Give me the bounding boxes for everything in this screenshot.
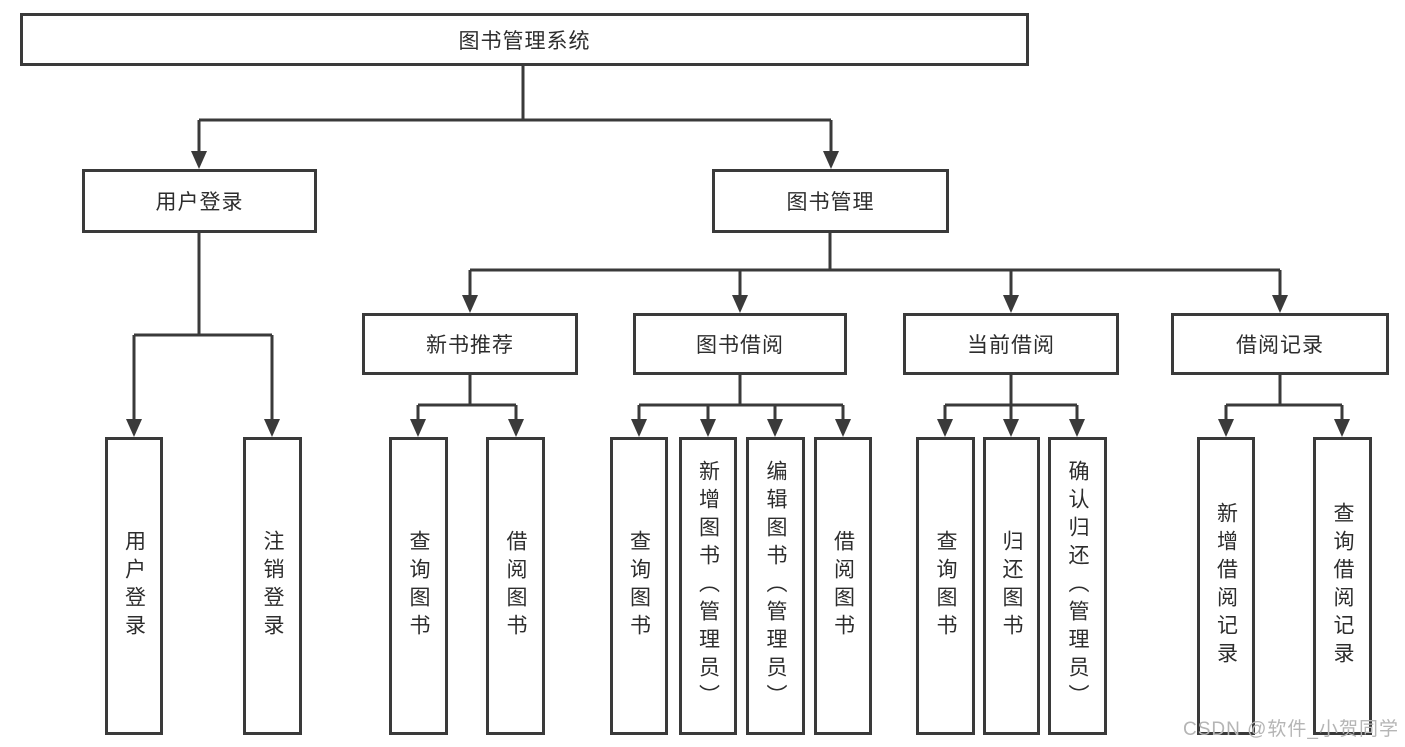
leaf-current-query-label: 查询图书: [934, 530, 957, 642]
leaf-user-login: 用户登录: [105, 437, 163, 735]
leaf-borrow-borrow: 借阅图书: [814, 437, 872, 735]
node-book-borrow-label: 图书借阅: [696, 334, 784, 357]
leaf-current-confirm: 确认归还（管理员）: [1048, 437, 1107, 735]
node-root: 图书管理系统: [20, 13, 1029, 66]
leaf-records-query: 查询借阅记录: [1313, 437, 1372, 735]
leaf-current-query: 查询图书: [916, 437, 975, 735]
connector-current-borrow-group: [937, 375, 1085, 437]
leaf-borrow-borrow-label: 借阅图书: [831, 530, 855, 642]
connector-user-login-group: [126, 233, 280, 437]
node-book-borrow: 图书借阅: [633, 313, 847, 375]
leaf-records-query-label: 查询借阅记录: [1331, 502, 1354, 670]
leaf-newbooks-query: 查询图书: [389, 437, 448, 735]
leaf-user-login-label: 用户登录: [122, 530, 146, 642]
connector-level1: [191, 66, 839, 169]
node-book-mgmt-label: 图书管理: [786, 191, 875, 214]
leaf-borrow-edit: 编辑图书（管理员）: [746, 437, 805, 735]
leaf-borrow-add: 新增图书（管理员）: [679, 437, 737, 735]
node-current-borrow-label: 当前借阅: [967, 334, 1055, 357]
node-current-borrow: 当前借阅: [903, 313, 1119, 375]
node-borrow-records-label: 借阅记录: [1236, 334, 1324, 357]
leaf-records-add: 新增借阅记录: [1197, 437, 1255, 735]
node-root-label: 图书管理系统: [458, 29, 591, 53]
leaf-borrow-edit-label: 编辑图书（管理员）: [764, 460, 787, 712]
leaf-logout: 注销登录: [243, 437, 302, 735]
connector-borrow-records-group: [1218, 375, 1350, 437]
leaf-newbooks-borrow-label: 借阅图书: [504, 530, 527, 642]
leaf-newbooks-query-label: 查询图书: [407, 530, 430, 642]
node-new-books-label: 新书推荐: [426, 334, 514, 357]
leaf-current-confirm-label: 确认归还（管理员）: [1066, 460, 1089, 712]
leaf-records-add-label: 新增借阅记录: [1214, 502, 1238, 670]
leaf-borrow-query: 查询图书: [610, 437, 668, 735]
node-new-books: 新书推荐: [362, 313, 578, 375]
leaf-logout-label: 注销登录: [261, 530, 284, 642]
connector-book-borrow-group: [631, 375, 851, 437]
node-book-mgmt: 图书管理: [712, 169, 949, 233]
leaf-newbooks-borrow: 借阅图书: [486, 437, 545, 735]
node-borrow-records: 借阅记录: [1171, 313, 1389, 375]
node-user-login: 用户登录: [82, 169, 317, 233]
leaf-current-return: 归还图书: [983, 437, 1040, 735]
node-user-login-label: 用户登录: [155, 191, 244, 214]
connector-new-books-group: [410, 375, 524, 437]
leaf-borrow-query-label: 查询图书: [627, 530, 651, 642]
csdn-watermark: CSDN @软件_小贺同学: [1183, 719, 1399, 740]
connector-level2: [462, 233, 1288, 313]
leaf-borrow-add-label: 新增图书（管理员）: [696, 460, 720, 712]
leaf-current-return-label: 归还图书: [1000, 530, 1023, 642]
